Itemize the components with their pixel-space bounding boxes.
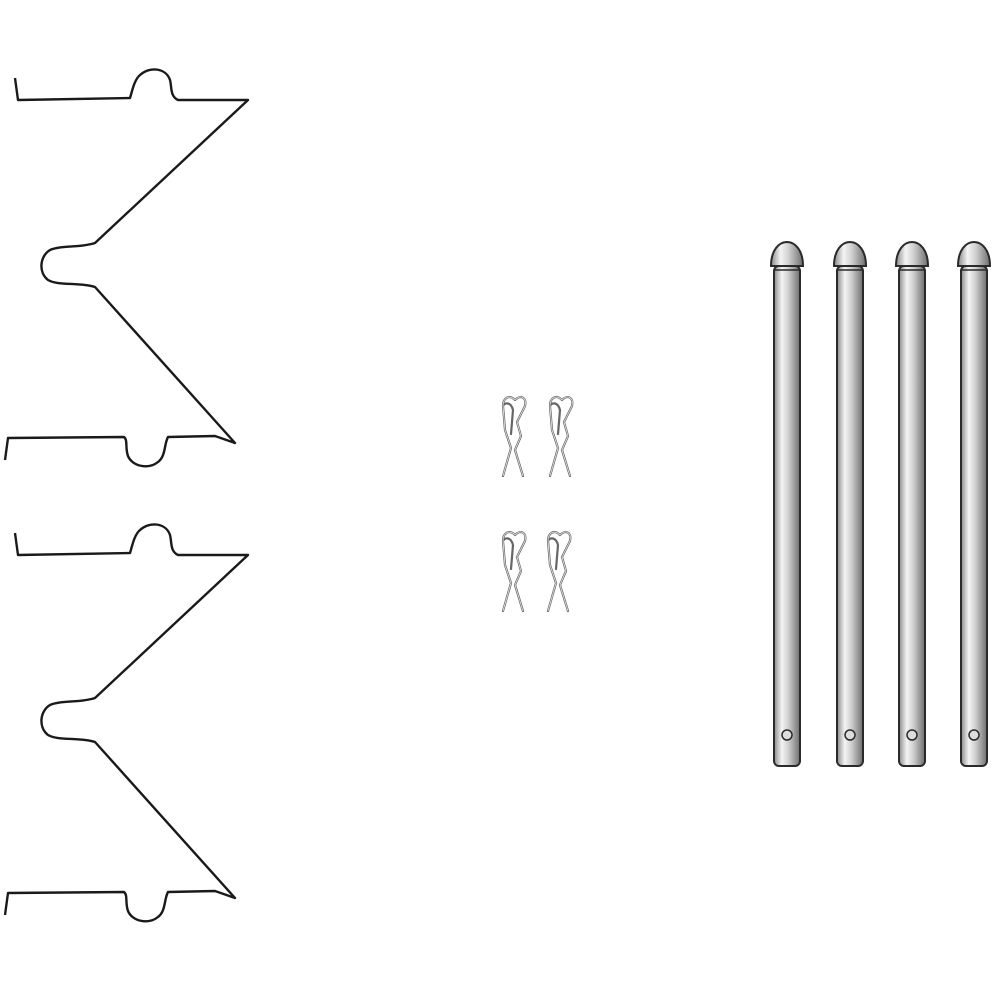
anti-rattle-spring-bottom xyxy=(3,523,250,923)
retaining-clip xyxy=(501,531,527,613)
retaining-clip xyxy=(546,531,572,613)
guide-pin xyxy=(957,241,991,767)
guide-pin xyxy=(833,241,867,767)
retaining-clip xyxy=(501,396,527,478)
guide-pin xyxy=(770,241,804,767)
retaining-clip xyxy=(548,396,574,478)
guide-pin xyxy=(895,241,929,767)
anti-rattle-spring-top xyxy=(3,68,250,468)
